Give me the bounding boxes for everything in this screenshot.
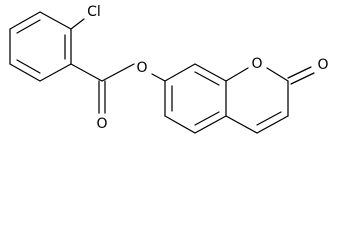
atom-label-o-ester-carbonyl: O — [96, 116, 107, 132]
bond-ring-carbonyl — [70, 63, 103, 82]
aromatic-bond — [194, 111, 220, 126]
aromatic-bond — [16, 19, 41, 34]
bond — [256, 115, 289, 134]
bond — [164, 63, 196, 82]
coumarin-benzo-ring — [164, 63, 227, 134]
atom-label-o-ester-link: O — [136, 60, 147, 76]
bond-ester-o-ring — [151, 73, 166, 82]
atom-label-cl: Cl — [87, 4, 101, 20]
bond-c-cl — [70, 18, 85, 30]
bond — [266, 67, 289, 82]
bond — [39, 11, 72, 30]
chlorophenyl-ring — [9, 11, 72, 82]
bond — [39, 63, 72, 82]
double-bond — [256, 111, 282, 126]
bond — [9, 11, 41, 30]
bond — [164, 115, 196, 134]
bond — [9, 63, 41, 82]
atom-label-o-lactone: O — [317, 57, 328, 73]
bond — [194, 115, 227, 134]
molecule-diagram: Cl O O O O — [9, 4, 329, 134]
bond — [225, 67, 249, 82]
pyranone-ring — [225, 67, 289, 134]
bond-lactone-double — [290, 72, 315, 85]
bond-lactone-double — [287, 66, 312, 79]
bond — [225, 115, 258, 134]
bond-carbonyl-ester-o — [101, 63, 135, 82]
aromatic-bond — [16, 59, 41, 74]
bond — [194, 63, 227, 82]
aromatic-bond — [194, 71, 220, 86]
atom-label-o-ring: O — [251, 56, 262, 72]
